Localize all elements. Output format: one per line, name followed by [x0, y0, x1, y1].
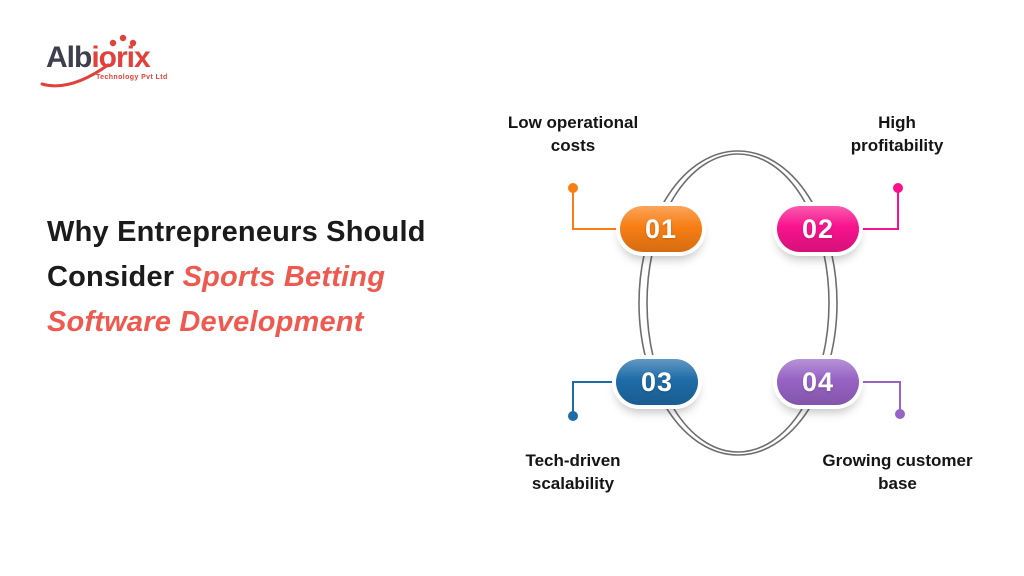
- connector-03: [572, 381, 620, 414]
- step-pill-04: 04: [777, 359, 859, 405]
- step-label-03: Tech-driven scalability: [525, 451, 621, 493]
- connector-02: [855, 190, 899, 230]
- logo-wordmark-red: iorix: [91, 41, 150, 74]
- ring-inner: [646, 153, 830, 453]
- title-accent-sports-betting: Sports Betting: [182, 261, 386, 293]
- connector-dot-04: [895, 409, 905, 419]
- step-label-02: High profitability: [850, 113, 944, 155]
- step-number-04: 04: [801, 366, 835, 397]
- step-pill-01: 01: [620, 206, 702, 252]
- title-line-1: Why Entrepreneurs Should: [47, 216, 426, 248]
- connector-04: [855, 381, 901, 412]
- title-accent-software-development: Software Development: [47, 306, 364, 338]
- step-label-04: Growing customer base: [822, 451, 973, 493]
- step-number-01: 01: [644, 213, 678, 244]
- step-number-03: 03: [640, 366, 674, 397]
- step-pill-02: 02: [777, 206, 859, 252]
- logo-tagline: Technology Pvt Ltd: [96, 74, 168, 81]
- page-title: Why Entrepreneurs Should Consider Sports…: [47, 210, 467, 345]
- step-label-01: Low operational costs: [507, 113, 639, 155]
- logo-dots-icon: [109, 34, 137, 47]
- connector-dot-03: [568, 411, 578, 421]
- albiorix-logo: Albiorix Technology Pvt Ltd: [40, 34, 206, 94]
- connector-dot-01: [568, 183, 578, 193]
- logo-wordmark: Albiorix: [46, 43, 206, 73]
- connector-dot-02: [893, 183, 903, 193]
- title-line-3: Software Development: [47, 300, 467, 345]
- ring-outer: [638, 150, 838, 456]
- title-line-2: Consider Sports Betting: [47, 261, 386, 293]
- connector-01: [572, 190, 624, 230]
- step-number-02: 02: [801, 213, 835, 244]
- logo-wordmark-dark: Alb: [46, 41, 92, 74]
- step-pill-03: 03: [616, 359, 698, 405]
